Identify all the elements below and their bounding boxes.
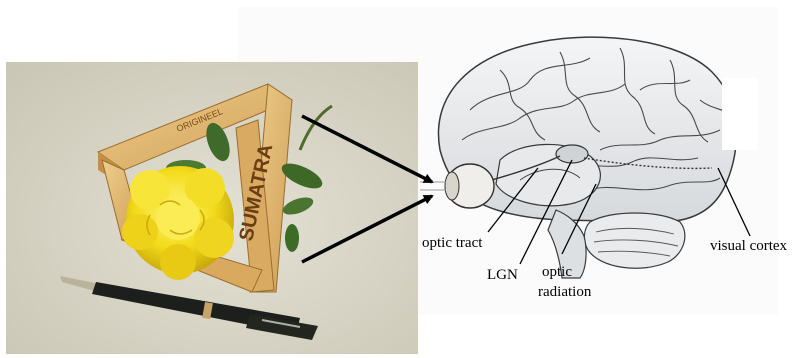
label-lgn: LGN (487, 267, 518, 284)
label-optic-tract: optic tract (422, 235, 482, 252)
label-optic-radiation-line2: radiation (538, 282, 618, 302)
photo-panel: SUMATRA ORIGINEEL (6, 62, 418, 354)
label-visual-cortex: visual cortex (710, 238, 787, 255)
blank-patch (722, 78, 758, 150)
label-optic-radiation-line1: optic (538, 262, 618, 282)
label-optic-radiation: optic radiation (538, 262, 618, 302)
